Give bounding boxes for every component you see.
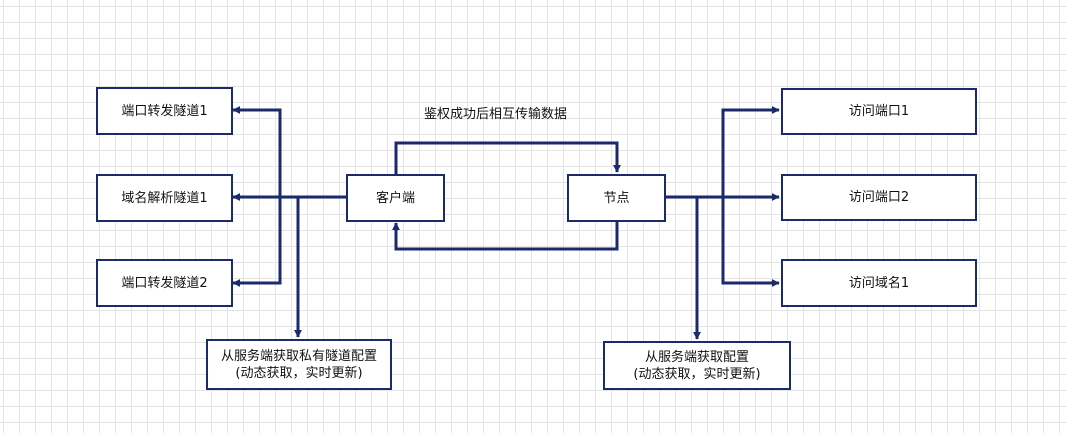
node-label: 节点 <box>603 190 630 206</box>
client-config-title: 从服务端获取私有隧道配置 <box>220 348 377 364</box>
access-port-2-label: 访问端口2 <box>848 190 910 205</box>
node-box[interactable]: 节点 <box>567 174 666 222</box>
client-config-note: (动态获取，实时更新) <box>235 365 363 381</box>
port-tunnel-2-label: 端口转发隧道2 <box>121 275 208 291</box>
access-port-2-box[interactable]: 访问端口2 <box>781 174 977 221</box>
port-tunnel-1-label: 端口转发隧道1 <box>121 103 208 119</box>
dns-tunnel-1-box[interactable]: 域名解析隧道1 <box>96 174 233 222</box>
port-tunnel-1-box[interactable]: 端口转发隧道1 <box>96 87 233 135</box>
edge-node-to-client <box>392 221 619 251</box>
node-config-title: 从服务端获取配置 <box>644 349 749 365</box>
node-config-note: (动态获取，实时更新) <box>633 366 761 382</box>
access-port-1-box[interactable]: 访问端口1 <box>781 88 977 135</box>
node-config-box[interactable]: 从服务端获取配置 (动态获取，实时更新) <box>603 341 791 390</box>
client-box[interactable]: 客户端 <box>346 174 445 222</box>
client-config-box[interactable]: 从服务端获取私有隧道配置 (动态获取，实时更新) <box>206 339 392 390</box>
edge-node-to-access-port-1 <box>666 106 780 199</box>
access-domain-1-box[interactable]: 访问域名1 <box>781 259 977 307</box>
port-tunnel-2-box[interactable]: 端口转发隧道2 <box>96 259 233 307</box>
access-domain-1-label: 访问域名1 <box>848 275 910 291</box>
edge-client-to-port-tunnel-1 <box>232 106 346 199</box>
edge-client-to-port-tunnel-2 <box>232 195 346 287</box>
access-port-1-label: 访问端口1 <box>848 104 910 119</box>
edge-node-to-access-domain-1 <box>666 195 780 287</box>
dns-tunnel-1-label: 域名解析隧道1 <box>121 190 208 206</box>
auth-data-exchange-label: 鉴权成功后相互传输数据 <box>424 107 568 122</box>
client-label: 客户端 <box>375 190 415 206</box>
edge-client-to-node <box>394 141 621 174</box>
